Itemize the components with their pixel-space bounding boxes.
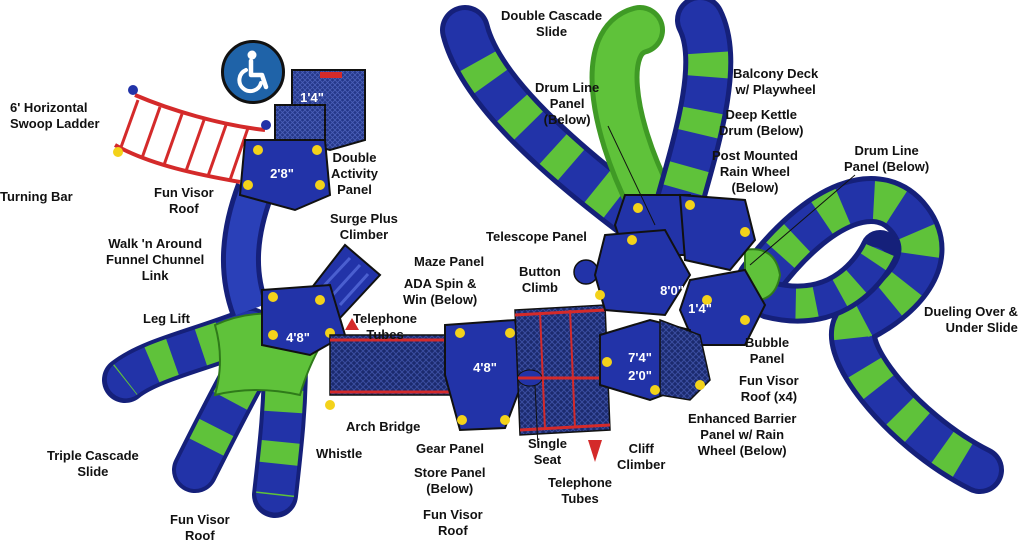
label-store-panel: Store Panel (Below) (414, 465, 486, 496)
label-turning-bar: Turning Bar (0, 189, 73, 204)
label-button-climb: Button Climb (519, 264, 561, 295)
label-whistle: Whistle (316, 446, 363, 461)
label-post-rain-wheel: Post Mounted Rain Wheel (Below) (712, 148, 798, 195)
label-leg-lift: Leg Lift (143, 311, 190, 326)
label-surge-plus-climber: Surge Plus Climber (330, 211, 398, 242)
label-gear-panel: Gear Panel (416, 441, 484, 456)
label-single-seat: Single Seat (528, 436, 568, 467)
label-deep-kettle-drum: Deep Kettle Drum (Below) (719, 107, 804, 138)
label-balcony-deck: Balcony Deck w/ Playwheel (733, 66, 819, 97)
label-fun-visor-roof-top: Fun Visor Roof (154, 185, 214, 216)
deck-height-left: 4'8" (286, 330, 310, 345)
deck-height-lower-hub-low: 2'0" (628, 368, 652, 383)
label-bubble-panel: Bubble Panel (745, 335, 790, 366)
wheelchair-icon (221, 40, 285, 104)
label-fun-visor-roof-bottom: Fun Visor Roof (423, 507, 483, 538)
label-dueling-slide: Dueling Over & Under Slide (924, 304, 1018, 335)
label-telephone-tubes-left: Telephone Tubes (353, 311, 418, 342)
funnel-chunnel-link (220, 182, 274, 318)
label-arch-bridge: Arch Bridge (346, 419, 421, 434)
label-horizontal-ladder: 6' Horizontal Swoop Ladder (10, 100, 100, 131)
deck-height-top: 1'4" (300, 90, 324, 105)
leader-line-drum-top (607, 125, 656, 226)
label-triple-cascade-slide: Triple Cascade Slide (47, 448, 139, 479)
label-ada-spin-win: ADA Spin & Win (Below) (403, 276, 478, 307)
top-deck: 1'4" (274, 69, 366, 152)
label-maze-panel: Maze Panel (414, 254, 485, 269)
dueling-slide (736, 176, 1004, 494)
label-telescope-panel: Telescope Panel (486, 229, 587, 244)
label-fun-visor-roof-bottom-left: Fun Visor Roof (170, 512, 230, 543)
double-cascade-slide (440, 0, 734, 245)
upper-left-deck: 2'8" (238, 139, 332, 212)
deck-height-upper-left: 2'8" (270, 166, 294, 181)
leader-line-drum-right (749, 174, 856, 266)
label-drum-line-panel-right: Drum Line Panel (Below) (844, 143, 930, 174)
label-enhanced-barrier: Enhanced Barrier Panel w/ Rain Wheel (Be… (688, 411, 797, 458)
label-drum-line-panel-top: Drum Line Panel (Below) (535, 80, 600, 127)
label-double-cascade-slide: Double Cascade Slide (501, 8, 603, 39)
wheelchair-glyph (237, 50, 269, 94)
deck-height-center: 4'8" (473, 360, 497, 375)
leader-line-single-seat (534, 384, 539, 449)
center-deck: 4'8" (444, 318, 527, 432)
arch-bridge (325, 318, 451, 410)
deck-height-lower-hub-high: 7'4" (628, 350, 652, 365)
left-deck: 4'8" (261, 283, 347, 357)
deck-height-hub-low: 1'4" (688, 301, 712, 316)
deck-height-hub-high: 8'0" (660, 283, 684, 298)
hub-decks: 8'0" 1'4" 7'4" 2'0" (593, 193, 767, 402)
label-double-activity-panel: Double Activity Panel (331, 150, 378, 197)
label-fun-visor-roof-x4: Fun Visor Roof (x4) (739, 373, 799, 404)
horizontal-swoop-ladder (113, 85, 271, 184)
label-telephone-tubes-bottom: Telephone Tubes (548, 475, 613, 506)
label-cliff-climber: Cliff Climber (617, 441, 666, 472)
label-funnel-link: Walk 'n Around Funnel Chunnel Link (106, 236, 205, 283)
triple-cascade-slide (102, 307, 332, 518)
middle-mesh-platform (514, 259, 611, 462)
